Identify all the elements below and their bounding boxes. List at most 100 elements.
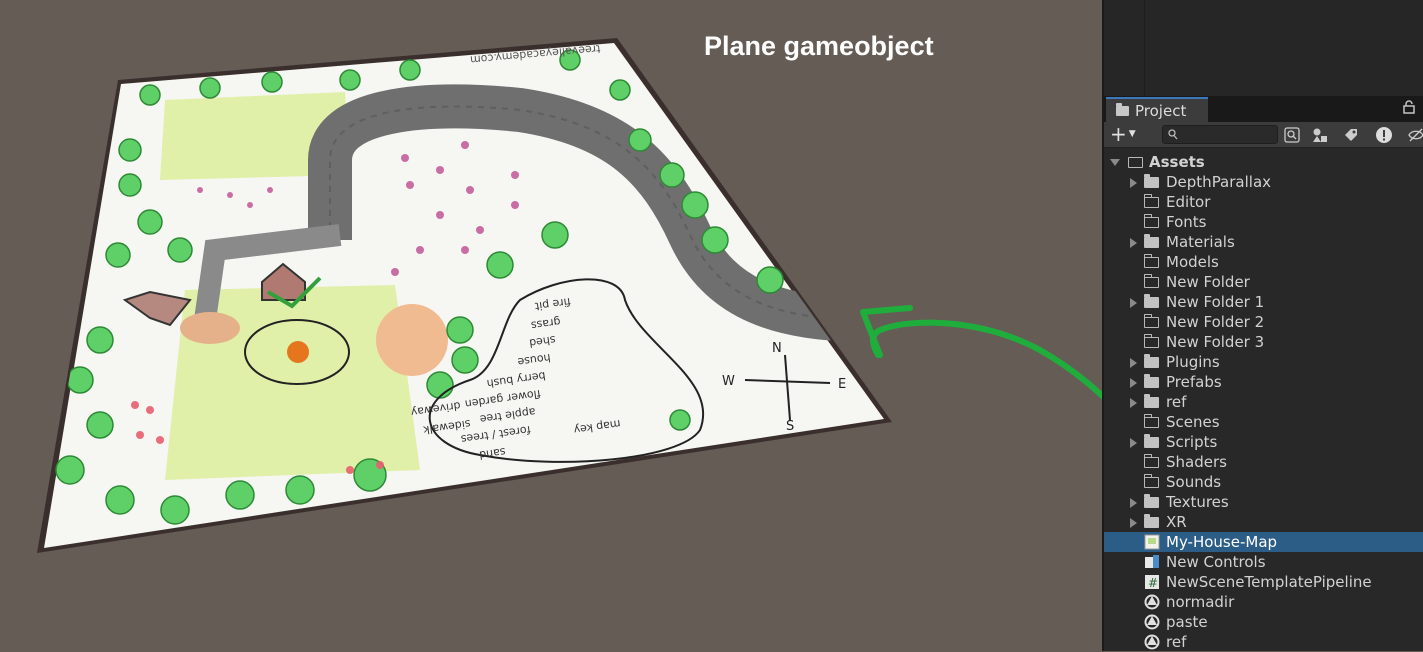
expand-arrow-icon[interactable] [1130,518,1137,528]
folder-icon [1143,194,1159,208]
folder-icon [1144,234,1159,248]
tree-item-label: Editor [1166,193,1211,211]
fire-pit-area [244,319,350,385]
folder-icon [1144,294,1159,308]
search-by-type-icon[interactable] [1282,125,1302,145]
tree-item[interactable]: New Folder 1 [1104,292,1423,312]
tree-item[interactable]: New Folder 3 [1104,332,1423,352]
tree-item-label: New Folder [1166,273,1250,291]
tree-item-label: XR [1166,513,1187,531]
tree-item[interactable]: ref [1104,392,1423,412]
expand-arrow-icon[interactable] [1110,159,1120,166]
tree-item-label: ref [1166,633,1187,651]
folder-icon [1143,474,1159,488]
filter-by-type-icon[interactable] [1310,125,1330,145]
tree-item-label: NewSceneTemplatePipeline [1166,573,1372,591]
folder-icon [1144,354,1159,368]
tree-item[interactable]: Plugins [1104,352,1423,372]
expand-arrow-icon[interactable] [1130,238,1137,248]
tab-project[interactable]: Project [1106,97,1208,122]
map-key-outline [428,278,704,463]
tree-item-label: New Folder 3 [1166,333,1265,351]
apple-trees [131,401,384,474]
tree-item[interactable]: Prefabs [1104,372,1423,392]
folder-icon [1143,254,1159,268]
script-icon: # [1145,575,1159,590]
search-input[interactable] [1183,126,1273,143]
search-field[interactable] [1162,125,1278,144]
expand-arrow-icon[interactable] [1130,358,1137,368]
legend-item: house [517,351,552,369]
tree-item[interactable]: paste [1104,612,1423,632]
panel-splitter[interactable] [1144,0,1145,96]
tree-item[interactable]: Fonts [1104,212,1423,232]
log-warning-icon[interactable] [1374,125,1394,145]
tree-item[interactable]: normadir [1104,592,1423,612]
unity-model-icon [1144,634,1160,650]
tree-item-label: DepthParallax [1166,173,1272,191]
project-panel: Project + ▼ [1102,0,1423,651]
tree-item[interactable]: New Folder 2 [1104,312,1423,332]
svg-text:#: # [1148,576,1158,590]
texture-icon [1144,534,1160,550]
fire-pit [287,341,309,363]
tree-root-assets[interactable]: Assets [1104,152,1423,172]
tree-item-label: Sounds [1166,473,1222,491]
tree-item-label: Plugins [1166,353,1220,371]
project-toolbar: + ▼ [1104,122,1423,148]
folder-icon [1144,494,1159,508]
tree-item[interactable]: Textures [1104,492,1423,512]
chevron-down-icon: ▼ [1128,129,1136,139]
map-plane-svg[interactable]: N S E W treevalleyacademy.com fire pitgr… [0,0,1102,651]
expand-arrow-icon[interactable] [1130,438,1137,448]
tree-item[interactable]: My-House-Map [1104,532,1423,552]
create-button[interactable]: + ▼ [1110,124,1146,144]
tab-project-label: Project [1135,101,1187,120]
tree-item[interactable]: Shaders [1104,452,1423,472]
expand-arrow-icon[interactable] [1130,398,1137,408]
tree-item[interactable]: # NewSceneTemplatePipeline [1104,572,1423,592]
folder-icon [1143,214,1159,228]
tree-item[interactable]: New Controls [1104,552,1423,572]
expand-arrow-icon[interactable] [1130,298,1137,308]
expand-arrow-icon[interactable] [1130,498,1137,508]
folder-icon [1143,334,1159,348]
green-arrow [870,319,1102,400]
folder-icon [1143,314,1159,328]
tree-item[interactable]: Scenes [1104,412,1423,432]
folder-icon [1144,514,1159,528]
tree-item[interactable]: Scripts [1104,432,1423,452]
filter-by-label-icon[interactable] [1341,125,1361,145]
expand-arrow-icon[interactable] [1130,378,1137,388]
tree-item[interactable]: XR [1104,512,1423,532]
tree-item[interactable]: Editor [1104,192,1423,212]
tree-item-label: Models [1166,253,1219,271]
tree-item[interactable]: Models [1104,252,1423,272]
unity-model-icon [1144,594,1160,610]
folder-open-icon [1128,157,1143,168]
tree-item[interactable]: ref [1104,632,1423,652]
lock-icon[interactable] [1403,100,1415,114]
tree-item-label: paste [1166,613,1208,631]
tree-item-label: My-House-Map [1166,533,1278,551]
tree-item-label: Scripts [1166,433,1218,451]
tree-item[interactable]: Materials [1104,232,1423,252]
expand-arrow-icon[interactable] [1130,178,1137,188]
unity-model-icon [1144,614,1160,630]
annotation-text: Plane gameobject [704,31,934,61]
tree-item-label: Textures [1166,493,1229,511]
tree-item-label: Scenes [1166,413,1220,431]
tree-item[interactable]: Sounds [1104,472,1423,492]
flowers [197,141,519,276]
tree-item[interactable]: DepthParallax [1104,172,1423,192]
folder-icon [1144,174,1159,188]
folder-icon [1143,414,1159,428]
tree-item-label: New Folder 2 [1166,313,1265,331]
tree-item-label: Materials [1166,233,1235,251]
folder-icon [1144,394,1159,408]
tree-item-label: Prefabs [1166,373,1222,391]
folder-icon [1144,434,1159,448]
tree-item[interactable]: New Folder [1104,272,1423,292]
hidden-packages-icon[interactable] [1406,125,1423,145]
